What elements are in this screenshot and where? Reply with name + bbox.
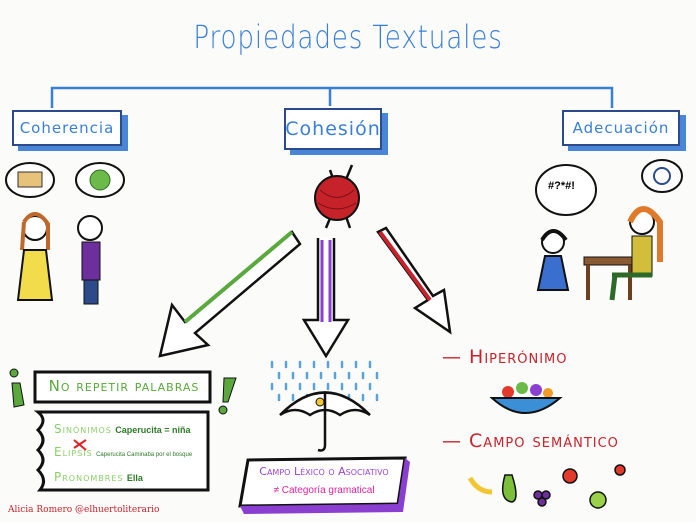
- green-apple-icon: [589, 491, 607, 509]
- list-item-elipsis: Elipsis Caperucita Caminaba por el bosqu…: [54, 441, 192, 466]
- red-arrow-icon: [376, 226, 452, 335]
- no-repetir-heading: No repetir palabras: [48, 377, 200, 395]
- exclamation-marks: [9, 368, 237, 415]
- item-label: Sinónimos: [54, 422, 112, 436]
- campo-semantico-label: — Campo semántico: [442, 430, 619, 452]
- branch-coherencia: Coherencia: [12, 110, 122, 146]
- speech-bubble-angry: [535, 164, 597, 216]
- fruits-row-icon: [467, 464, 626, 509]
- author-credit: Alicia Romero @elhuertoliterario: [8, 505, 160, 515]
- item-example: Ella: [126, 473, 143, 483]
- tree-connector: [50, 86, 614, 108]
- speech-bubble-shocked: [641, 159, 683, 193]
- grapes-icon: [537, 497, 547, 507]
- purple-arrow-icon: [301, 238, 351, 359]
- branch-adecuacion: Adecuación: [562, 110, 680, 146]
- cabbage-icon: [89, 169, 111, 191]
- categoria-note: ≠ Categoría gramatical: [273, 485, 375, 496]
- coherencia-illustration: [5, 162, 125, 305]
- pear-icon: [501, 474, 517, 503]
- green-arrow-icon: [158, 230, 302, 358]
- list-item-pronombres: Pronombres Ella: [54, 466, 192, 489]
- banana-icon: [467, 476, 493, 495]
- rain-umbrella-icon: [270, 360, 379, 452]
- adecuacion-illustration: [535, 159, 683, 301]
- branch-cohesion: Cohesión: [284, 108, 382, 150]
- hiperonimo-label: — Hiperónimo: [442, 346, 568, 368]
- item-example: Caperucita Caminaba por el bosque: [96, 452, 193, 458]
- strawberry-icon: [614, 464, 626, 476]
- item-label: Pronombres: [54, 470, 124, 484]
- item-label: Elipsis: [54, 445, 93, 459]
- item-example: Caperucita = niña: [115, 425, 191, 435]
- page-title: Propiedades Textuales: [193, 18, 503, 56]
- cohesion-techniques-list: Sinónimos Caperucita = niña Elipsis Cape…: [54, 418, 192, 489]
- list-item-sinonimos: Sinónimos Caperucita = niña: [54, 418, 192, 441]
- angry-symbols: #?*#!: [548, 180, 575, 192]
- list-box: [33, 410, 210, 492]
- book-icon: [17, 171, 43, 188]
- fruit-bowl-icon: [489, 382, 563, 414]
- campo-lexico-heading: Campo Léxico o Asociativo: [259, 465, 389, 478]
- apple-icon: [562, 468, 578, 484]
- yarn-ball-icon: [314, 164, 360, 229]
- no-repetir-box: [33, 370, 212, 404]
